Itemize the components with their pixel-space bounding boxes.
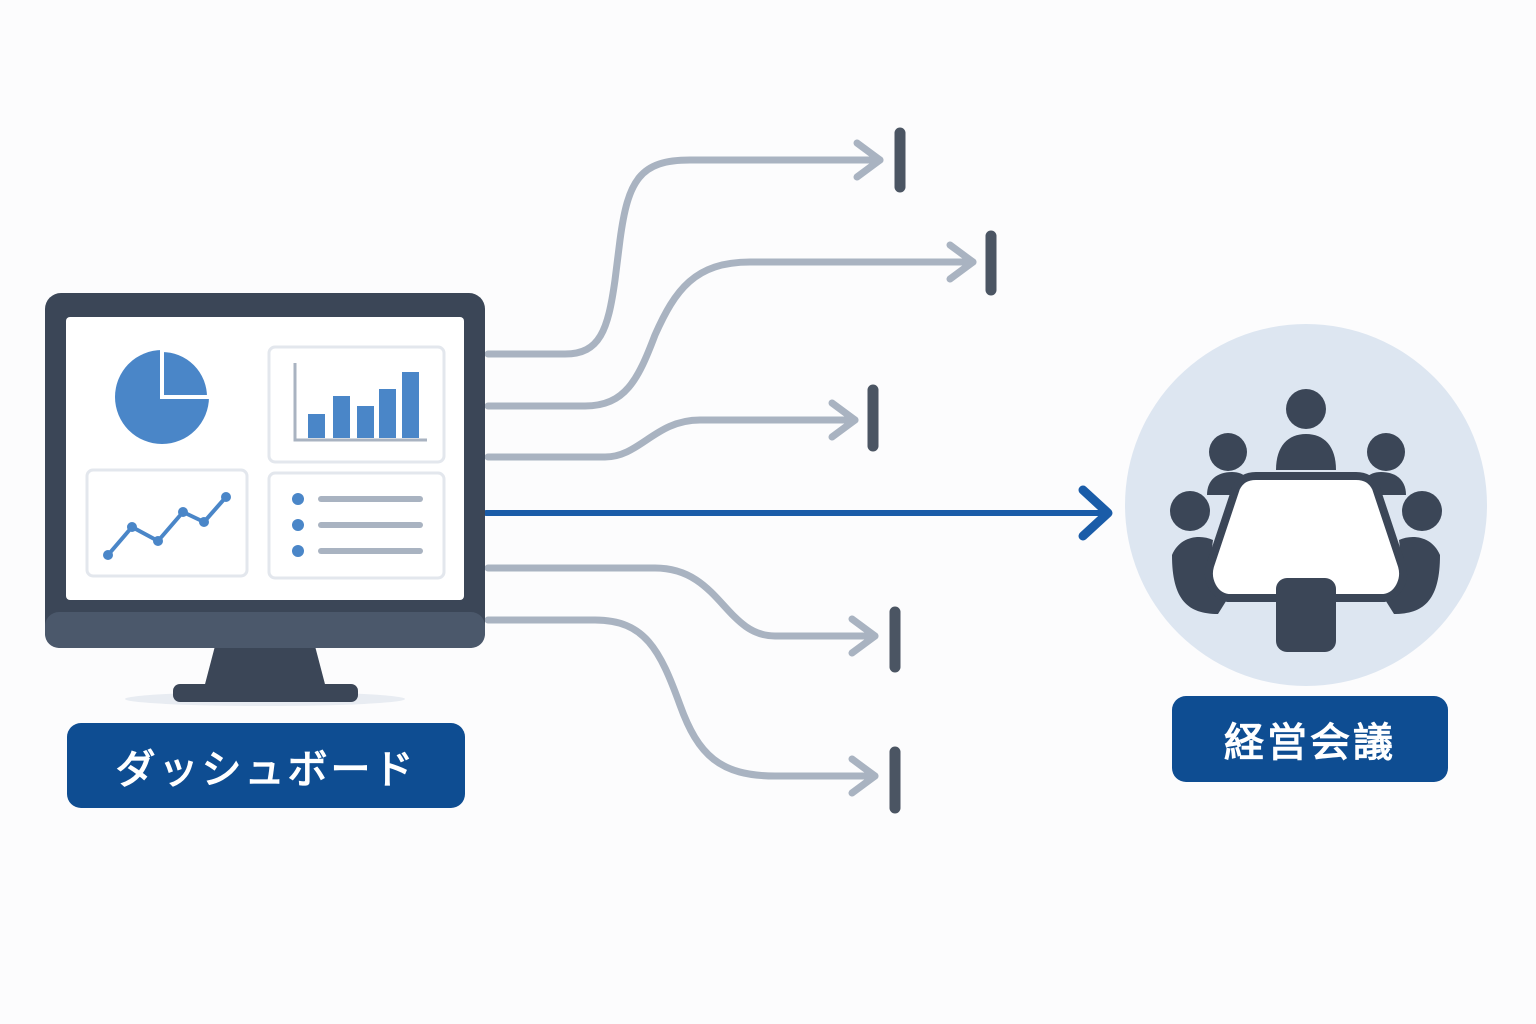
bar-chart-bar: [379, 389, 396, 438]
dashboard-label: ダッシュボード: [67, 723, 465, 808]
person-body: [1276, 434, 1336, 470]
widget-frame: [267, 471, 446, 580]
list-icon: [292, 493, 423, 557]
pie-chart-icon: [115, 347, 212, 444]
bar-chart-widget: [267, 345, 446, 464]
line-chart-point: [199, 517, 209, 527]
list-bullet: [292, 493, 304, 505]
list-line: [318, 548, 423, 554]
faded-flow-line: [484, 258, 977, 410]
faded-flow-line: [484, 564, 879, 640]
list-line: [318, 522, 423, 528]
person-head: [1170, 491, 1210, 531]
faded-flow-line: [484, 616, 879, 780]
monitor-stand-base: [173, 684, 358, 702]
widget-frame: [267, 345, 446, 464]
line-chart-icon: [103, 492, 231, 560]
person-head: [1402, 491, 1442, 531]
bar-chart-axis: [293, 363, 427, 442]
list-bullet: [292, 519, 304, 531]
bar-chart-bar: [357, 406, 374, 438]
faded-flow-line: [484, 416, 859, 461]
executive-meeting-label: 経営会議: [1172, 696, 1448, 782]
bar-chart-icon: [293, 363, 427, 442]
monitor-dashboard-icon: [45, 293, 485, 706]
widget-frame: [85, 468, 249, 578]
line-chart-widget: [85, 468, 249, 578]
executive-meeting-label-text: 経営会議: [1224, 720, 1396, 766]
dead-end-markers: [867, 127, 997, 814]
faded-flows: [484, 139, 977, 797]
person-head: [1367, 433, 1405, 471]
person-head: [1209, 433, 1247, 471]
list-line: [318, 496, 423, 502]
bar-chart-bar: [333, 396, 350, 438]
faded-flow-arrowhead: [828, 399, 859, 441]
list-bullet: [292, 545, 304, 557]
person-head: [1286, 389, 1326, 429]
pie-slice-small: [160, 347, 212, 399]
highlighted-flow-arrowhead: [1078, 485, 1113, 541]
faded-flow-arrowhead: [853, 139, 884, 181]
line-chart-point: [153, 536, 163, 546]
highlighted-flow: [483, 485, 1113, 541]
line-chart-point: [127, 522, 137, 532]
line-chart-point: [178, 507, 188, 517]
front-chair: [1276, 578, 1336, 652]
dashboard-label-text: ダッシュボード: [115, 746, 417, 793]
faded-flow-arrowhead: [848, 755, 879, 797]
line-chart-point: [103, 550, 113, 560]
bar-chart-bar: [402, 372, 419, 438]
conference-table-icon: [1125, 324, 1487, 686]
faded-flow-line: [484, 156, 884, 358]
monitor-chin: [45, 612, 485, 648]
line-chart-series: [106, 495, 228, 557]
monitor-stand-neck: [204, 646, 326, 688]
faded-flow-arrowhead: [946, 241, 977, 283]
bar-chart-bar: [308, 414, 325, 438]
faded-flow-arrowhead: [848, 615, 879, 657]
list-widget: [267, 471, 446, 580]
conference-table: [1205, 472, 1407, 602]
line-chart-point: [221, 492, 231, 502]
monitor-screen: [66, 317, 464, 600]
